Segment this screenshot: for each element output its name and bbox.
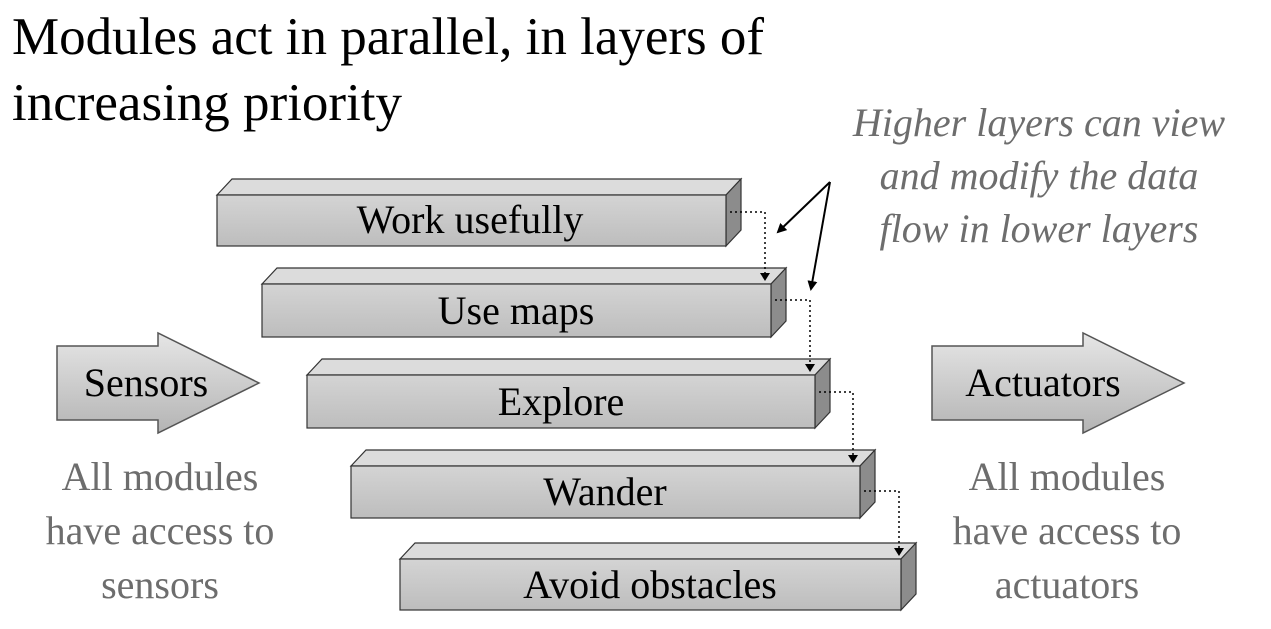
actuators-caption-line-2: have access to	[952, 508, 1182, 553]
layer-box-explore: Explore	[305, 357, 832, 430]
layer-label-explore: Explore	[498, 379, 625, 424]
layer-label-work-usefully: Work usefully	[357, 197, 584, 242]
layer-label-use-maps: Use maps	[438, 288, 595, 333]
actuators-arrow: Actuators	[931, 331, 1186, 435]
sensors-caption-line-1: All modules	[61, 454, 259, 499]
connector-work-to-maps	[730, 211, 766, 276]
layer-box-avoid-obstacles: Avoid obstacles	[398, 541, 918, 612]
connector-wander-to-avoid	[864, 490, 900, 551]
actuators-caption-line-1: All modules	[968, 454, 1166, 499]
sensors-caption: All modules have access to sensors	[10, 450, 310, 612]
connector-explore-to-wander	[819, 391, 854, 458]
title-line-1: Modules act in parallel, in layers of	[12, 8, 765, 66]
arrowhead-3	[848, 455, 858, 463]
sensors-arrow: Sensors	[56, 331, 261, 435]
arrowhead-2	[805, 364, 815, 372]
arrowhead-1	[760, 273, 770, 281]
annotation-line-1: Higher layers can view	[852, 100, 1226, 145]
pointer-arrow-1	[776, 181, 831, 234]
arrowhead-4	[894, 548, 904, 556]
dotted-connectors	[730, 211, 900, 551]
connector-arrowheads	[760, 273, 904, 556]
slide-title: Modules act in parallel, in layers of in…	[12, 4, 972, 136]
layer-label-avoid-obstacles: Avoid obstacles	[523, 562, 777, 607]
pointer-arrow-2	[807, 181, 831, 291]
actuators-label: Actuators	[965, 360, 1121, 405]
title-line-2: increasing priority	[12, 74, 403, 132]
layer-box-work-usefully: Work usefully	[215, 177, 743, 248]
sensors-label: Sensors	[84, 360, 208, 405]
layer-box-use-maps: Use maps	[260, 266, 788, 339]
annotation-line-3: flow in lower layers	[879, 206, 1199, 251]
connector-maps-to-explore	[775, 299, 811, 367]
annotation-pointers	[776, 181, 831, 291]
actuators-caption: All modules have access to actuators	[917, 450, 1217, 612]
annotation-note: Higher layers can view and modify the da…	[812, 96, 1266, 255]
layer-label-wander: Wander	[543, 469, 666, 514]
actuators-caption-line-3: actuators	[994, 562, 1140, 607]
sensors-caption-line-2: have access to	[45, 508, 275, 553]
sensors-caption-line-3: sensors	[101, 562, 219, 607]
layer-box-wander: Wander	[349, 448, 877, 520]
annotation-line-2: and modify the data	[879, 153, 1199, 198]
